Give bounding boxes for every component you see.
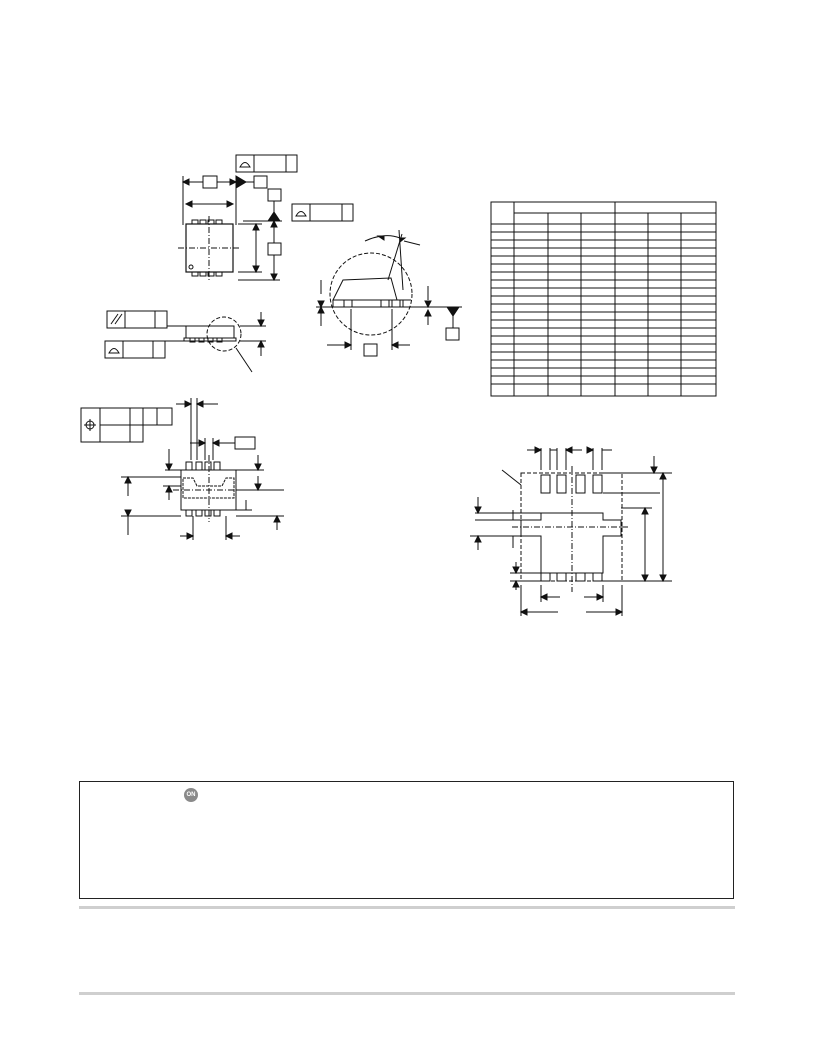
soldering-footprint (470, 446, 672, 616)
exposed-pad (182, 477, 235, 499)
logo-text: ON (186, 792, 196, 798)
dimension-box-d (202, 175, 218, 189)
datum-triangle-icon (235, 175, 247, 189)
parallelism-icon (110, 313, 119, 325)
detail-a (316, 229, 462, 357)
detail-a-callout (206, 316, 242, 352)
basic-dimension-box (234, 436, 256, 450)
on-semiconductor-logo: ON (184, 788, 198, 802)
top-view (178, 154, 354, 282)
flatness-icon (108, 348, 120, 354)
datum-b-box (267, 188, 282, 202)
footer-rule-top (79, 906, 735, 909)
datum-c-box (445, 327, 460, 341)
profile-control-frame (235, 154, 298, 173)
dimension-box-e (267, 242, 282, 256)
profile-control-frame-2 (291, 203, 354, 222)
position-control-frame (80, 407, 173, 443)
package-side-outline (185, 325, 235, 339)
footer-rule-bottom (79, 992, 735, 995)
profile-of-surface-icon (239, 162, 251, 168)
parallelism-control-frame (106, 310, 168, 329)
legal-notice-box: ON (79, 781, 734, 899)
flatness-control-frame (104, 340, 166, 359)
bottom-view (80, 398, 284, 540)
datum-a-box (253, 175, 268, 189)
pin-1-indicator (188, 264, 194, 270)
side-view (104, 310, 266, 373)
footprint-exposed-pad (520, 512, 622, 574)
dimension-box-f (363, 343, 378, 357)
dimension-table (490, 201, 717, 397)
